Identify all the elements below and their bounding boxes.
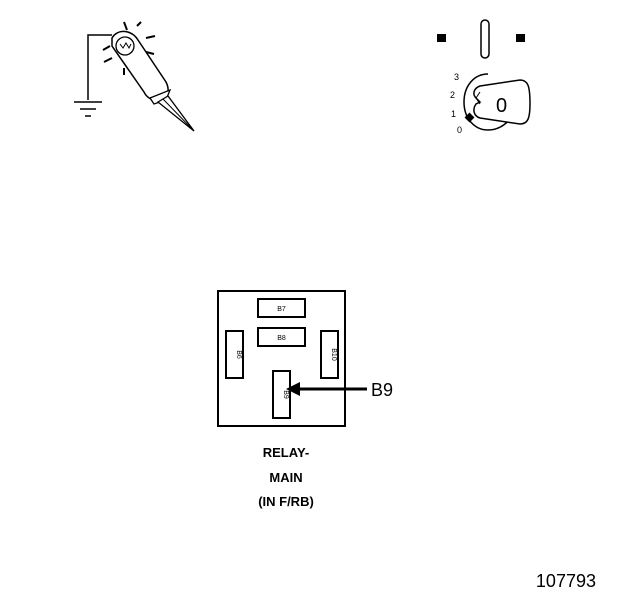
relay-caption-line1: RELAY-: [262, 445, 310, 460]
ground-symbol-icon: [74, 101, 102, 117]
terminal-b9-label: B9: [282, 390, 289, 399]
terminal-b10: B10: [320, 330, 339, 379]
b9-callout-label: B9: [371, 380, 393, 400]
figure-number: 107793: [535, 571, 596, 591]
position-1: 1: [451, 109, 456, 119]
indicator-left-icon: [437, 34, 446, 42]
relay-main: B7 B8 B6 B10 B9 B9: [217, 290, 393, 427]
terminal-b7-label: B7: [277, 306, 286, 313]
position-0: 0: [457, 125, 462, 135]
terminal-b10-label: B10: [330, 348, 337, 361]
terminal-b6-label: B6: [235, 350, 242, 359]
indicator-right-icon: [516, 34, 525, 42]
b9-callout-arrow: [286, 382, 367, 396]
position-2: 2: [450, 90, 455, 100]
terminal-b8: B8: [257, 327, 306, 347]
relay-caption-line3: (IN F/RB): [258, 494, 314, 509]
slot-icon: [480, 19, 490, 59]
key-position-label: 0: [496, 95, 507, 117]
ignition-switch-icon: 3 2 1 0 0: [437, 19, 531, 135]
terminal-b9: B9: [272, 370, 291, 419]
terminal-b6: B6: [225, 330, 244, 379]
test-light-probe-icon: [74, 21, 195, 132]
terminal-b7: B7: [257, 298, 306, 318]
terminal-b8-label: B8: [277, 335, 286, 342]
relay-caption-line2: MAIN: [269, 470, 303, 485]
position-3: 3: [454, 72, 459, 82]
